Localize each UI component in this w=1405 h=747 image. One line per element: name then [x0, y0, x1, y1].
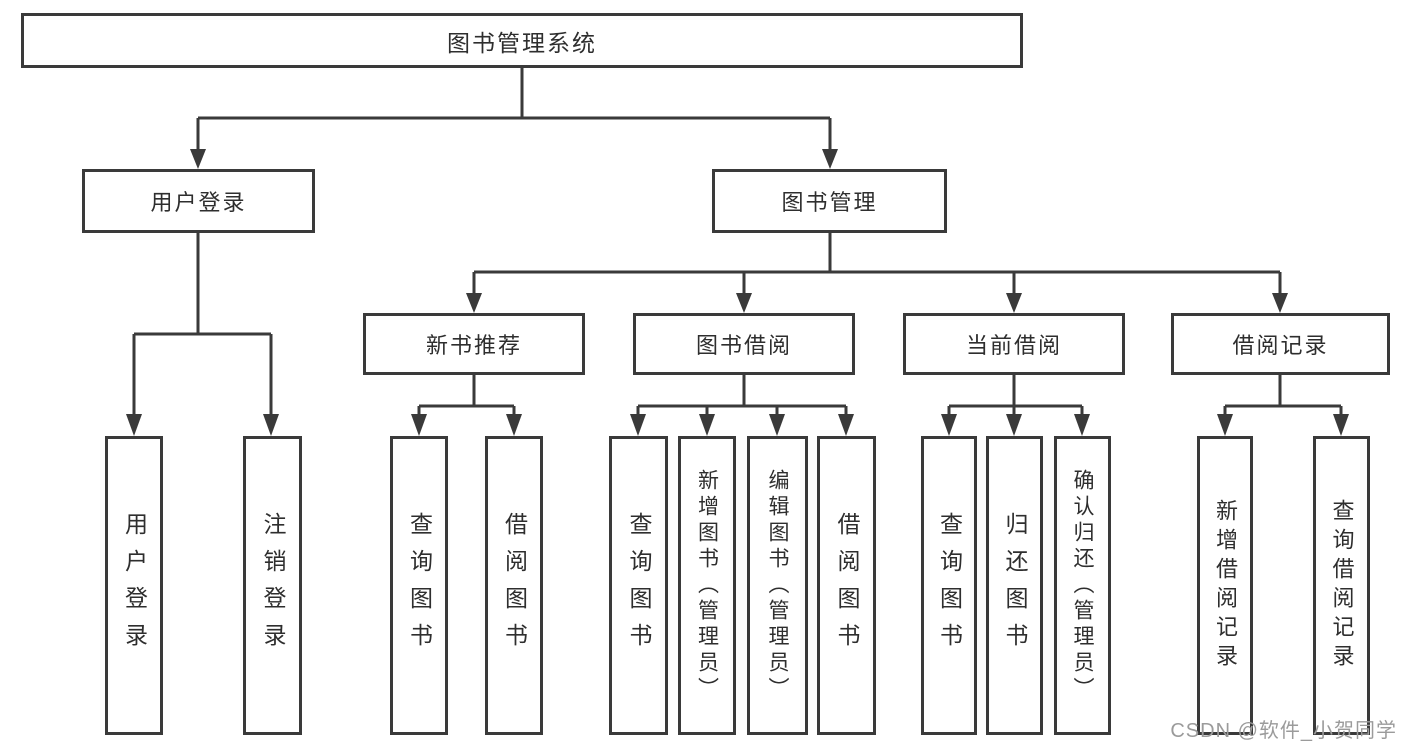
leaf-borrow-books: 借阅图书 [817, 436, 876, 735]
leaf-logout: 注销登录 [243, 436, 302, 735]
node-borrowing-records: 借阅记录 [1171, 313, 1390, 375]
leaf-label: 新增借阅记录 [1213, 498, 1238, 673]
connector-borrowrecords-leaves [1217, 375, 1349, 436]
leaf-label: 查询借阅记录 [1329, 498, 1355, 673]
leaf-add-books-admin: 新增图书（管理员） [678, 436, 736, 735]
node-new-book-recommendation: 新书推荐 [363, 313, 585, 375]
arrowhead [1272, 293, 1288, 313]
arrowhead [941, 414, 957, 436]
node-user-login: 用户登录 [82, 169, 315, 233]
leaf-label: 查询图书 [626, 511, 652, 660]
leaf-user-login: 用户登录 [105, 436, 163, 735]
leaf-query-books-borrow: 查询图书 [609, 436, 668, 735]
arrowhead [699, 414, 715, 436]
arrowhead [1217, 414, 1233, 436]
leaf-label: 新增图书（管理员） [695, 468, 719, 703]
leaf-label: 查询图书 [936, 511, 963, 660]
leaf-label: 借阅图书 [501, 511, 528, 660]
leaf-label: 归还图书 [1002, 511, 1028, 660]
leaf-confirm-return-admin: 确认归还（管理员） [1054, 436, 1111, 735]
leaf-label: 查询图书 [406, 511, 433, 660]
arrowhead [506, 414, 522, 436]
arrowhead [126, 414, 142, 436]
connector-bookmgmt-to-level3 [466, 233, 1288, 313]
arrowhead [263, 414, 279, 436]
arrowhead [1333, 414, 1349, 436]
leaf-edit-books-admin: 编辑图书（管理员） [747, 436, 808, 735]
arrowhead [411, 414, 427, 436]
leaf-add-borrow-record: 新增借阅记录 [1197, 436, 1253, 735]
node-label: 图书管理系统 [447, 29, 597, 56]
node-label: 新书推荐 [425, 333, 522, 358]
node-label: 图书借阅 [695, 333, 792, 358]
leaf-label: 注销登录 [260, 511, 286, 660]
connector-root-to-level2 [190, 68, 838, 169]
arrowhead [769, 414, 785, 436]
arrowhead [1006, 414, 1022, 436]
leaf-borrow-books-recommend: 借阅图书 [485, 436, 543, 735]
node-book-borrowing: 图书借阅 [633, 313, 855, 375]
leaf-label: 借阅图书 [834, 511, 860, 660]
leaf-query-books-recommend: 查询图书 [390, 436, 448, 735]
arrowhead [838, 414, 854, 436]
node-label: 借阅记录 [1232, 333, 1329, 358]
leaf-query-books-current: 查询图书 [921, 436, 977, 735]
connector-bookborrow-leaves [630, 375, 854, 436]
connector-userlogin-leaves [126, 233, 279, 436]
node-label: 图书管理 [781, 190, 878, 215]
arrowhead [822, 149, 838, 169]
node-library-management-system: 图书管理系统 [21, 13, 1023, 68]
arrowhead [1006, 293, 1022, 313]
leaf-label: 用户登录 [121, 511, 148, 660]
arrowhead [466, 293, 482, 313]
connector-newbook-leaves [411, 375, 522, 436]
arrowhead [1074, 414, 1090, 436]
arrowhead [736, 293, 752, 313]
node-book-management: 图书管理 [712, 169, 947, 233]
arrowhead [190, 149, 206, 169]
arrowhead [630, 414, 646, 436]
connector-currentborrow-leaves [941, 375, 1090, 436]
leaf-query-borrow-record: 查询借阅记录 [1313, 436, 1370, 735]
node-current-borrowing: 当前借阅 [903, 313, 1125, 375]
node-label: 当前借阅 [965, 333, 1062, 358]
leaf-return-books: 归还图书 [986, 436, 1043, 735]
node-label: 用户登录 [150, 190, 247, 215]
leaf-label: 确认归还（管理员） [1071, 468, 1094, 703]
leaf-label: 编辑图书（管理员） [766, 468, 789, 703]
csdn-watermark: CSDN @软件_小贺同学 [1170, 720, 1397, 742]
